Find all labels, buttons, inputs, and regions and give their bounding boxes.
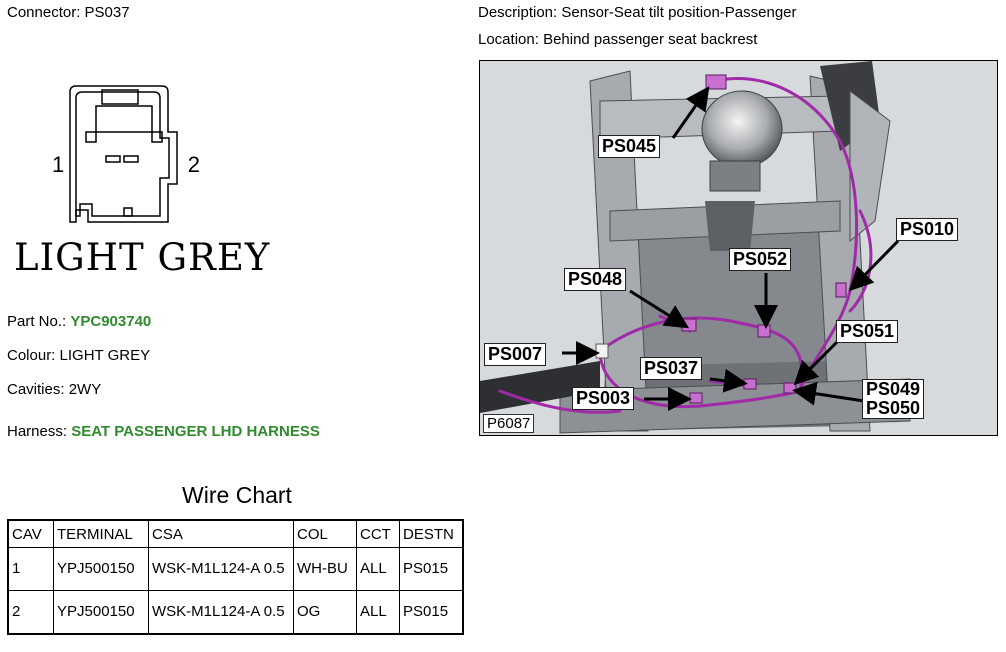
cell-cav: 2: [7, 590, 54, 635]
table-row: 1 YPJ500150 WSK-M1L124-A 0.5 WH-BU ALL P…: [7, 547, 464, 591]
pin-label-2: 2: [188, 152, 200, 177]
callout-ps037: PS037: [640, 357, 703, 380]
description-label: Description:: [478, 4, 558, 21]
callout-ps003: PS003: [572, 387, 635, 410]
location-value: Behind passenger seat backrest: [543, 31, 758, 48]
connector-value: PS037: [84, 4, 130, 21]
callout-ps045: PS045: [598, 135, 661, 158]
part-number-line: Part No.: YPC903740: [7, 313, 151, 330]
table-header-row: CAV TERMINAL CSA COL CCT DESTN: [7, 519, 464, 548]
cell-destn: PS015: [399, 590, 464, 635]
connector-line: Connector: PS037: [7, 4, 130, 21]
header-col: COL: [293, 519, 357, 548]
callout-ps051: PS051: [836, 320, 899, 343]
cell-col: OG: [293, 590, 357, 635]
callout-ps010: PS010: [896, 218, 959, 241]
location-line: Location: Behind passenger seat backrest: [478, 31, 757, 48]
description-value: Sensor-Seat tilt position-Passenger: [561, 4, 797, 21]
wire-chart-title: Wire Chart: [182, 482, 292, 508]
pin-label-1: 1: [52, 152, 64, 177]
cell-terminal: YPJ500150: [53, 547, 149, 591]
connector-label: Connector:: [7, 4, 81, 21]
callout-ps049: PS049: [866, 379, 921, 399]
location-photo: PS045 PS010 PS052 PS048 PS051 PS007 PS03…: [479, 60, 998, 436]
photo-reference: P6087: [483, 414, 535, 433]
harness-line: Harness: SEAT PASSENGER LHD HARNESS: [7, 423, 320, 440]
location-label: Location:: [478, 31, 539, 48]
connector-color-text: LIGHT GREY: [14, 236, 271, 279]
cavities-line: Cavities: 2WY: [7, 381, 101, 398]
cell-csa: WSK-M1L124-A 0.5: [148, 547, 294, 591]
colour-value: LIGHT GREY: [59, 347, 151, 364]
connector-face-diagram: 1 2: [52, 85, 200, 223]
harness-label: Harness:: [7, 423, 68, 440]
header-destn: DESTN: [399, 519, 464, 548]
callout-ps050: PS050: [866, 398, 921, 418]
table-row: 2 YPJ500150 WSK-M1L124-A 0.5 OG ALL PS01…: [7, 590, 464, 635]
callout-ps007: PS007: [484, 343, 547, 366]
description-line: Description: Sensor-Seat tilt position-P…: [478, 4, 797, 21]
callout-ps049-ps050: PS049 PS050: [862, 379, 925, 419]
cell-cct: ALL: [356, 547, 400, 591]
cell-cct: ALL: [356, 590, 400, 635]
cell-cav: 1: [7, 547, 54, 591]
part-number-label: Part No.:: [7, 313, 67, 330]
callout-ps048: PS048: [564, 268, 627, 291]
cavities-value: 2WY: [68, 381, 102, 398]
cell-destn: PS015: [399, 547, 464, 591]
colour-label: Colour:: [7, 347, 56, 364]
cavities-label: Cavities:: [7, 381, 65, 398]
header-csa: CSA: [148, 519, 294, 548]
colour-line: Colour: LIGHT GREY: [7, 347, 150, 364]
cell-terminal: YPJ500150: [53, 590, 149, 635]
header-cct: CCT: [356, 519, 400, 548]
wire-chart-table: CAV TERMINAL CSA COL CCT DESTN 1 YPJ5001…: [7, 519, 464, 635]
header-cav: CAV: [7, 519, 54, 548]
header-terminal: TERMINAL: [53, 519, 149, 548]
cell-col: WH-BU: [293, 547, 357, 591]
cell-csa: WSK-M1L124-A 0.5: [148, 590, 294, 635]
callout-ps052: PS052: [729, 248, 792, 271]
part-number-link[interactable]: YPC903740: [70, 313, 152, 330]
harness-link[interactable]: SEAT PASSENGER LHD HARNESS: [71, 423, 320, 440]
